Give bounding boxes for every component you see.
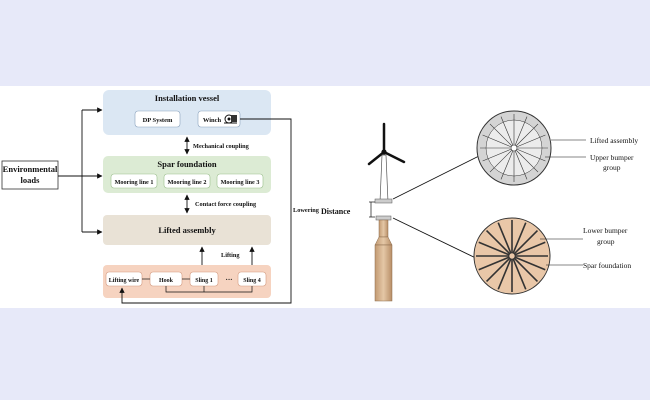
turbine-tower <box>379 154 389 203</box>
mooring-line-2-label: Mooring line 2 <box>168 179 207 186</box>
bumper-spoke <box>485 257 511 283</box>
mechanical-coupling-label: Mechanical coupling <box>193 143 250 150</box>
spar-foundation-illustration <box>374 215 393 302</box>
spar-taper <box>374 236 393 246</box>
bumper-spoke <box>516 148 546 162</box>
bumper-spoke <box>515 149 539 173</box>
bumper-spoke <box>512 222 527 254</box>
sling-ellipsis: ··· <box>225 276 232 284</box>
upper-bumper-callout-line1: Upper bumper <box>590 153 634 162</box>
rigging-box: Lifting wire Hook Sling 1 ··· Sling 4 <box>103 265 271 298</box>
winch-lowering-loop <box>119 118 292 304</box>
spar-column <box>374 244 393 302</box>
lower-bumper-callout-line2: group <box>597 237 615 246</box>
upper-bumper-disk <box>476 110 552 186</box>
bumper-spoke <box>489 149 513 173</box>
bumper-spoke <box>485 229 511 255</box>
bumper-spoke <box>512 258 527 290</box>
bumper-spoke <box>513 229 539 255</box>
detail-leader-lines <box>392 154 485 263</box>
winch-label: Winch <box>203 117 222 124</box>
lower-bumper-callout-line1: Lower bumper <box>583 226 628 235</box>
bumper-spoke <box>514 241 546 256</box>
spar-neck <box>378 219 389 238</box>
bumper-spoke <box>478 256 510 271</box>
lifted-assembly-title: Lifted assembly <box>158 225 216 235</box>
lower-bumper-ring <box>375 215 392 221</box>
lifted-assembly-callout: Lifted assembly <box>590 136 638 145</box>
bumper-spoke <box>478 241 510 256</box>
hook-label: Hook <box>159 278 174 284</box>
spar-foundation-box: Spar foundation Mooring line 1 Mooring l… <box>103 156 271 193</box>
dp-system-label: DP System <box>143 117 173 124</box>
bumper-spoke <box>515 123 539 147</box>
lifting-wire-label: Lifting wire <box>109 278 140 284</box>
spar-foundation-callout: Spar foundation <box>583 261 631 270</box>
installation-vessel-title: Installation vessel <box>155 93 220 103</box>
bumper-spoke <box>497 222 512 254</box>
environmental-loads-line1: Environmental <box>3 164 58 174</box>
bumper-spoke <box>500 150 514 180</box>
contact-force-coupling-label: Contact force coupling <box>195 201 257 208</box>
lower-bumper-disk <box>473 217 551 295</box>
lifting-arrows <box>199 246 255 265</box>
spar-foundation-title: Spar foundation <box>157 159 216 169</box>
bumper-spoke <box>482 148 512 162</box>
turbine-hub <box>381 149 387 155</box>
bumper-spoke <box>497 258 512 290</box>
disk-callout-lines <box>540 139 586 266</box>
upper-bumper-callout-line2: group <box>603 163 621 172</box>
winch-icon <box>224 114 237 124</box>
bumper-spoke <box>489 123 513 147</box>
bumper-spoke <box>514 150 528 180</box>
bumper-spoke <box>514 256 546 271</box>
sling-4-label: Sling 4 <box>243 278 261 284</box>
bumper-spoke <box>500 116 514 146</box>
lifted-assembly-box: Lifted assembly <box>103 215 271 245</box>
lifting-label: Lifting <box>221 252 240 259</box>
bumper-spoke <box>514 116 528 146</box>
sling-1-label: Sling 1 <box>195 278 213 284</box>
environmental-loads-line2: loads <box>21 175 41 185</box>
environmental-loads-connectors <box>58 107 103 235</box>
bumper-spoke <box>516 134 546 148</box>
bumper-spoke <box>482 134 512 148</box>
installation-vessel-box: Installation vessel DP System Winch <box>103 90 271 135</box>
bumper-spoke <box>513 257 539 283</box>
distance-bracket <box>369 201 375 218</box>
turbine-blades <box>367 122 406 166</box>
upper-bumper-ring <box>374 198 393 204</box>
lowering-label: Lowering <box>293 207 320 214</box>
mooring-line-3-label: Mooring line 3 <box>221 179 260 186</box>
distance-label: Distance <box>321 207 351 216</box>
mooring-line-1-label: Mooring line 1 <box>115 179 154 186</box>
environmental-loads-box: Environmental loads <box>1 160 59 190</box>
wind-turbine-illustration <box>367 122 406 204</box>
